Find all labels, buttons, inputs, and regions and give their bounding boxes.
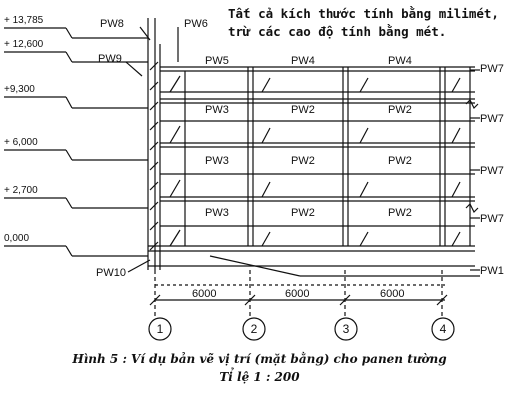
panel-label: PW2 <box>291 155 315 167</box>
axis-label: 3 <box>343 322 350 336</box>
panel-label: PW5 <box>205 55 229 67</box>
panel-label: PW7 <box>480 63 504 75</box>
level-label: + 2,700 <box>4 185 38 196</box>
panel-label: PW3 <box>205 207 229 219</box>
note-line-2: trừ các cao độ tính bằng mét. <box>228 24 447 39</box>
level-label: +9,300 <box>4 84 35 95</box>
dimension-label: 6000 <box>285 288 309 300</box>
level-label: + 13,785 <box>4 15 44 26</box>
figure-caption: Hình 5 : Ví dụ bản vẽ vị trí (mặt bằng) … <box>72 352 447 366</box>
axis-label: 2 <box>251 322 258 336</box>
panel-label: PW2 <box>291 104 315 116</box>
axis-label: 1 <box>157 322 164 336</box>
dimension-label: 6000 <box>380 288 404 300</box>
panel-label: PW3 <box>205 155 229 167</box>
dimension-label: 6000 <box>192 288 216 300</box>
note-line-1: Tất cả kích thước tính bằng milimét, <box>228 6 499 21</box>
level-label: + 6,000 <box>4 137 38 148</box>
panel-label: PW4 <box>388 55 412 67</box>
panel-tag: PW8 <box>100 18 124 30</box>
panel-label: PW1 <box>480 265 504 277</box>
panel-label: PW4 <box>291 55 315 67</box>
panel-label: PW2 <box>291 207 315 219</box>
level-label: + 12,600 <box>4 39 44 50</box>
panel-label: PW2 <box>388 104 412 116</box>
panel-label: PW2 <box>388 155 412 167</box>
panel-label: PW7 <box>480 213 504 225</box>
panel-tag: PW9 <box>98 53 122 65</box>
panel-label: PW2 <box>388 207 412 219</box>
panel-label: PW7 <box>480 165 504 177</box>
axis-label: 4 <box>440 322 447 336</box>
figure-scale: Tỉ lệ 1 : 200 <box>219 370 300 384</box>
panel-tag: PW10 <box>96 267 126 279</box>
panel-label: PW7 <box>480 113 504 125</box>
panel-tag: PW6 <box>184 18 208 30</box>
panel-label: PW3 <box>205 104 229 116</box>
level-label: 0,000 <box>4 233 29 244</box>
